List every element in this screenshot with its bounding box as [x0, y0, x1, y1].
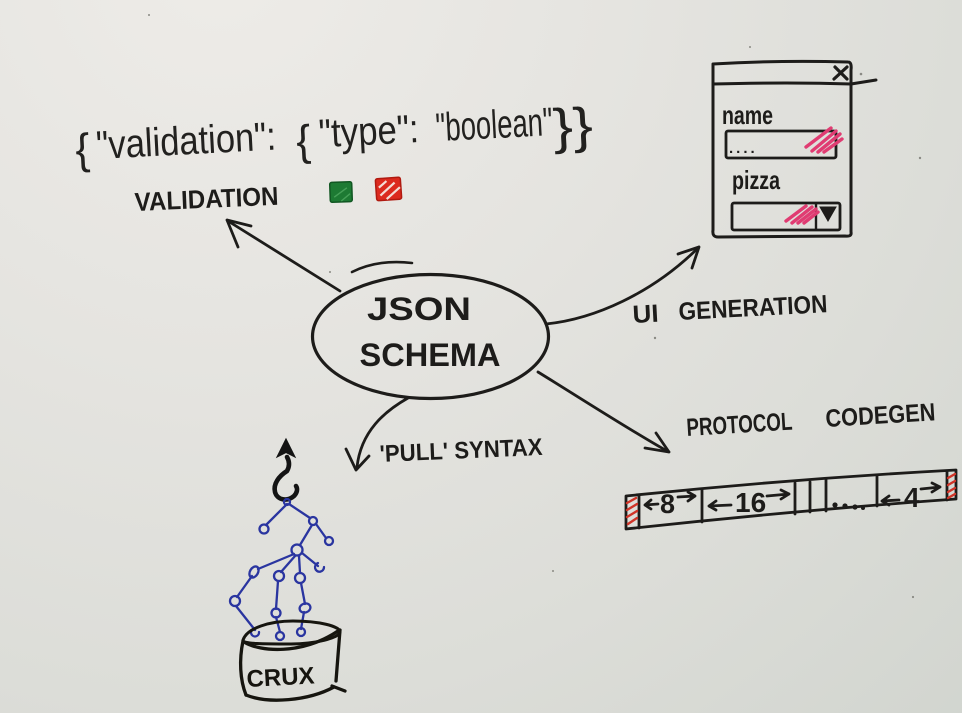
svg-text:CRUX: CRUX — [246, 662, 315, 693]
svg-text:{: { — [295, 117, 312, 166]
svg-text:pizza: pizza — [732, 165, 780, 195]
svg-text:VALIDATION: VALIDATION — [134, 181, 279, 217]
svg-text:UI: UI — [632, 300, 659, 329]
svg-text:SCHEMA: SCHEMA — [360, 337, 501, 373]
svg-text:....: .... — [729, 140, 758, 157]
svg-text:"boolean": "boolean" — [435, 100, 554, 150]
svg-text:name: name — [722, 100, 773, 130]
svg-text:JSON: JSON — [367, 291, 471, 327]
svg-text:"validation":: "validation": — [95, 115, 277, 168]
svg-text:"type":: "type": — [318, 107, 420, 156]
svg-text:8: 8 — [660, 489, 675, 519]
svg-text:{: { — [74, 125, 91, 174]
svg-text:PROTOCOL: PROTOCOL — [686, 408, 794, 442]
svg-text:4: 4 — [904, 482, 920, 513]
svg-text:16: 16 — [735, 487, 766, 518]
svg-text:CODEGEN: CODEGEN — [825, 398, 937, 433]
svg-text:}}: }} — [551, 97, 594, 155]
